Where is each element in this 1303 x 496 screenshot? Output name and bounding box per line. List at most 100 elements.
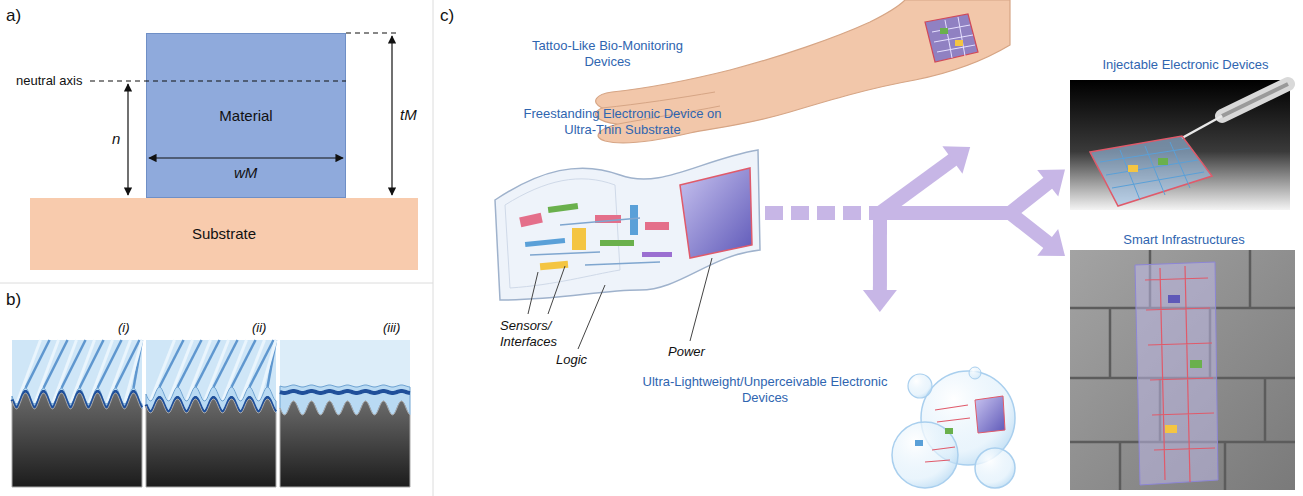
wrinkle-illustrations-part [280, 340, 410, 386]
branch-arrow [765, 213, 1065, 256]
block-label: Substrate [192, 225, 256, 243]
arrow-branch [880, 159, 954, 213]
application-heading: Freestanding Electronic Device on Ultra-… [510, 106, 735, 137]
arrow-branch [873, 213, 887, 292]
arrow-trunk [765, 206, 880, 220]
dimension-arrow [127, 84, 128, 195]
wall-illustration-part [1145, 266, 1215, 482]
block-label: Material [219, 107, 272, 125]
application-heading: Injectable Electronic Devices [1073, 57, 1298, 73]
arrow-head [1037, 170, 1065, 197]
freestanding-device-illustration-part [495, 150, 760, 300]
freestanding-device-illustration-part [528, 272, 538, 314]
subpanel-label: (iii) [383, 320, 400, 336]
hand-illustration-part [932, 17, 975, 58]
application-panel: Smart Infrastructures [1065, 228, 1303, 490]
panel-letter: a) [6, 6, 21, 26]
injectable-illustration-part [1090, 136, 1212, 206]
freestanding-device-illustration-part [548, 203, 579, 213]
arrow-trunk [765, 206, 880, 220]
freestanding-device-illustration-part [572, 228, 586, 250]
bubbles-illustration-part [892, 422, 958, 488]
freestanding-device-illustration-part [690, 258, 712, 341]
hand-illustration-part [925, 14, 978, 62]
bubbles-illustration-part [975, 396, 1005, 433]
wrinkle-illustrations-part [280, 340, 410, 387]
arrow-head [863, 290, 897, 312]
bubbles-illustration-part [975, 448, 1015, 488]
wall-illustration [1070, 250, 1295, 490]
dimension-guide [346, 32, 400, 33]
wall-illustration-part [1070, 250, 1295, 490]
injectable-illustration-part [1182, 116, 1222, 138]
arrow-head [942, 146, 970, 173]
dimension-arrow [391, 36, 392, 195]
hand-illustration-part [955, 40, 963, 46]
application-panel: Ultra-Lightweight/Unperceivable Electron… [640, 312, 1025, 490]
injectable-illustration-part [1070, 80, 1290, 210]
dimension-label: wM [234, 164, 257, 182]
substrate-block: Substrate [30, 198, 418, 270]
application-heading: Tattoo-Like Bio-Monitoring Devices [530, 38, 685, 69]
freestanding-device-illustration [495, 150, 760, 349]
wrinkle-illustrations-part [280, 401, 410, 487]
panel-divider [433, 0, 434, 496]
panel-letter: c) [440, 6, 454, 26]
wall-illustration-part [1168, 295, 1180, 303]
arrow-trunk [765, 206, 880, 220]
bubbles-illustration [892, 367, 1015, 488]
application-panel: Injectable Electronic Devices [1065, 55, 1303, 212]
dimension-label: tM [400, 106, 417, 124]
wrinkle-illustrations-part [12, 393, 142, 487]
injectable-illustration-part [1128, 165, 1138, 172]
arrow-head [1037, 229, 1065, 256]
wrinkle-illustrations-part [146, 399, 276, 487]
dimension-label: n [112, 130, 120, 148]
wall-illustration-part [1070, 250, 1295, 490]
axis-label: neutral axis [16, 73, 82, 89]
freestanding-device-illustration-part [645, 222, 669, 230]
injectable-illustration-part [1222, 84, 1288, 116]
hand-illustration-part [595, 0, 1010, 143]
bubbles-illustration-part [925, 405, 970, 462]
arrow-branch [880, 213, 1049, 244]
arrow-trunk [765, 206, 880, 220]
freestanding-device-illustration-part [519, 213, 543, 227]
freestanding-device-illustration-part [630, 205, 638, 235]
freestanding-device-illustration-part [642, 252, 672, 257]
wrinkle-illustrations-part [280, 391, 410, 393]
injectable-illustration-part [1158, 158, 1168, 165]
application-heading: Ultra-Lightweight/Unperceivable Electron… [640, 374, 890, 405]
bubbles-illustration-part [969, 367, 981, 379]
injectable-illustration-part [1100, 142, 1204, 200]
subpanel-label: (ii) [252, 320, 266, 336]
freestanding-device-illustration-part [578, 285, 605, 349]
part-label: Logic [556, 352, 587, 368]
freestanding-device-illustration-part [525, 238, 565, 247]
wrinkle-illustrations [12, 340, 410, 487]
part-label: Power [668, 344, 705, 360]
application-panel: Tattoo-Like Bio-Monitoring Devices [530, 0, 1010, 147]
application-heading: Smart Infrastructures [1075, 232, 1293, 248]
bubbles-illustration-part [915, 440, 923, 446]
subpanel-label: (i) [118, 320, 130, 336]
panel-letter: b) [6, 290, 21, 310]
device-panel: Freestanding Electronic Device on Ultra-… [480, 100, 765, 310]
injectable-illustration [1070, 80, 1290, 210]
branch-arrow [765, 146, 970, 213]
hand-illustration [595, 0, 1010, 143]
panel-divider [0, 283, 433, 284]
part-label: Sensors/ Interfaces [500, 318, 574, 349]
wall-illustration-part [1190, 360, 1202, 368]
branch-arrow [765, 213, 897, 312]
bubbles-illustration-part [908, 374, 932, 398]
freestanding-device-illustration-part [548, 266, 565, 314]
freestanding-device-illustration-part [530, 218, 660, 265]
freestanding-device-illustration-part [680, 168, 752, 258]
wall-illustration-part [1165, 425, 1177, 433]
hand-illustration-part [940, 28, 948, 34]
freestanding-device-illustration-part [600, 240, 634, 246]
injectable-illustration-part [1222, 84, 1288, 116]
wall-illustration-part [1135, 262, 1218, 485]
